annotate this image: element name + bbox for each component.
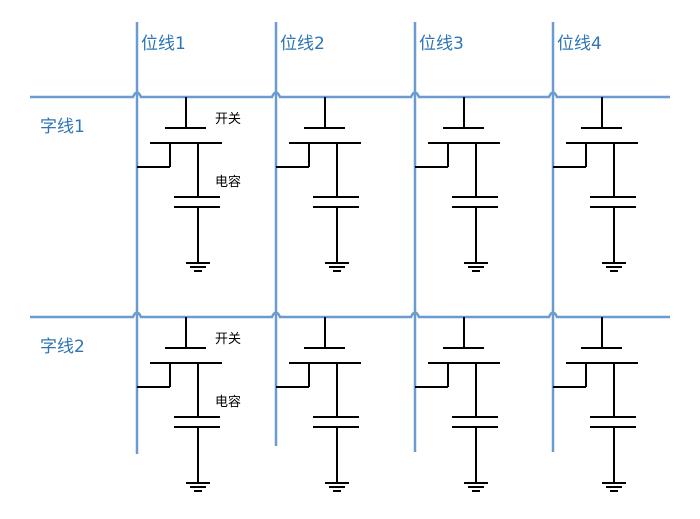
memory-cell-r1-c2 [276,97,361,272]
memory-cell-r2-c4 [553,317,638,492]
switch-label-1: 开关 [215,112,242,127]
word-line-1 [30,91,670,99]
capacitor-label-1: 电容 [215,175,242,190]
switch-label-2: 开关 [215,332,242,347]
bit-line-label-4: 位线4 [557,34,602,54]
memory-cell-r2-c3 [415,317,500,492]
memory-cell-r2-c1 [137,317,222,492]
word-line-2 [30,311,670,319]
memory-cell-r1-c3 [415,97,500,272]
word-line-label-2: 字线2 [40,337,85,357]
bit-line-label-2: 位线2 [280,34,325,54]
memory-cell-r2-c2 [276,317,361,492]
memory-cell-r1-c4 [553,97,638,272]
bit-line-label-3: 位线3 [419,34,464,54]
word-line-label-1: 字线1 [40,117,85,137]
memory-cell-r1-c1 [137,97,222,272]
capacitor-label-2: 电容 [215,395,242,410]
bit-line-label-1: 位线1 [141,34,186,54]
